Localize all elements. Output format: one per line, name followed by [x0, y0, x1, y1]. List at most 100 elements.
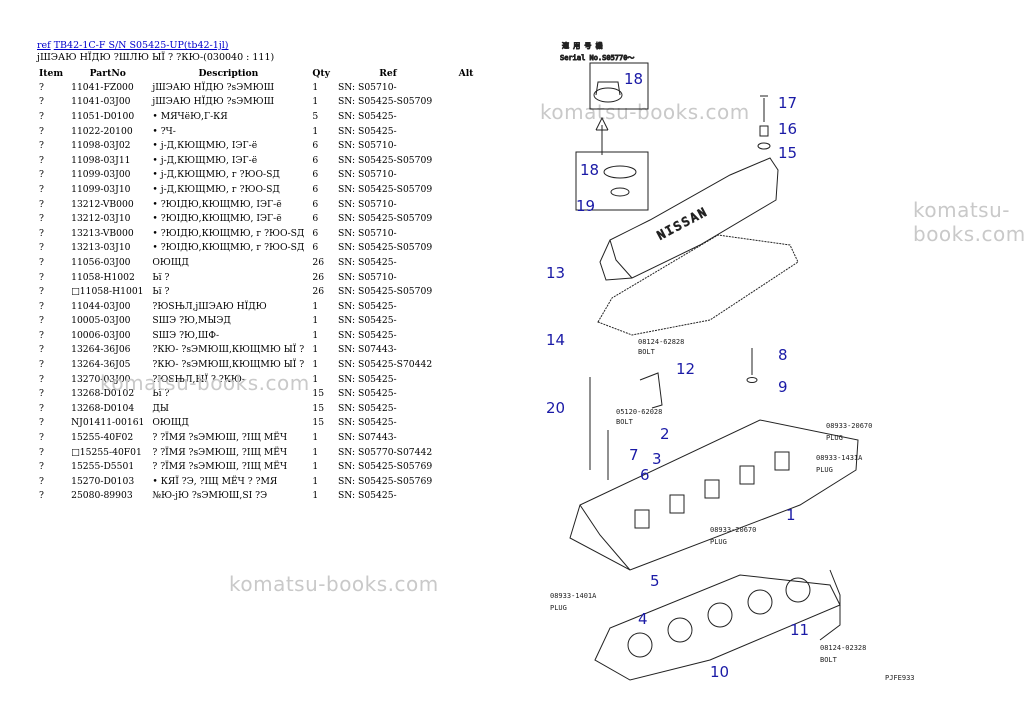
- ref-cell: SN: S05425-: [338, 388, 397, 400]
- item-cell: ?: [39, 227, 44, 239]
- ref-cell: SN: S05425-S05709: [338, 96, 433, 108]
- cap-ring-box: [575, 151, 649, 211]
- description-cell: ? ?ЇМЯ ?sЭМЮШ, ?ІЩ МЁЧ: [152, 446, 288, 458]
- ref-cell: SN: S05425-: [338, 402, 397, 414]
- model-link[interactable]: TB42-1C-F S/N S05425-UP(tb42-1jl): [53, 40, 229, 51]
- partno-cell: 11058-H1002: [71, 271, 135, 283]
- description-cell: • ј-Д,КЮЩМЮ, ІЭГ-ё: [152, 140, 258, 152]
- ref-cell: SN: S05710-: [338, 81, 397, 93]
- item-cell: ?: [39, 271, 44, 283]
- alt-cell: [442, 95, 490, 110]
- alt-cell: [442, 284, 490, 299]
- item-cell: ?: [39, 81, 44, 93]
- callout-11: 11: [790, 621, 809, 639]
- qty-cell: 15: [312, 402, 325, 414]
- rocker-cover: [599, 157, 779, 281]
- qty-cell: 6: [312, 154, 319, 166]
- partno-cell: 11041-03J00: [71, 96, 131, 108]
- alt-cell: [442, 416, 490, 431]
- plug-label-1: PLUG: [826, 434, 843, 442]
- description-cell: • ј-Д,КЮЩМЮ, г ?ЮО-SД: [152, 169, 280, 181]
- ref-cell: SN: S07443-: [338, 344, 397, 356]
- item-cell: ?: [39, 359, 44, 371]
- diagram-serial-text: Serial No.S05770～: [560, 54, 634, 62]
- col-alt: Alt: [458, 67, 474, 79]
- callout-3: 3: [652, 450, 662, 468]
- ref-cell: SN: S05425-: [338, 329, 397, 341]
- ref-cell: SN: S05425-: [338, 125, 397, 137]
- description-cell: ОЮЩД: [152, 417, 189, 429]
- ref-cell: SN: S05710-: [338, 227, 397, 239]
- cover-gasket: [597, 234, 799, 336]
- bolt-code-3: 08124-02328: [820, 644, 866, 652]
- qty-cell: 1: [312, 344, 319, 356]
- description-cell: ?ЮSЊЛ,јШЭАЮ НЇДЮ: [152, 300, 267, 312]
- ref-cell: SN: S05425-: [338, 110, 397, 122]
- description-cell: • КЯЇ ?Э, ?ІЩ МЁЧ ? ?МЯ: [152, 475, 278, 487]
- ref-cell: SN: S05425-: [338, 373, 397, 385]
- callout-17: 17: [778, 94, 797, 112]
- alt-cell: [442, 168, 490, 183]
- description-cell: • ?ЮIДЮ,КЮЩМЮ, ІЭГ-ё: [152, 213, 282, 225]
- description-cell: • ?ЮIДЮ,КЮЩМЮ, ІЭГ-ё: [152, 198, 282, 210]
- item-cell: ?: [39, 446, 44, 458]
- qty-cell: 1: [312, 96, 319, 108]
- description-cell: SШЭ ?Ю,ШФ-: [152, 329, 220, 341]
- alt-cell: [442, 138, 490, 153]
- item-cell: ?: [39, 344, 44, 356]
- ref-cell: SN: S05425-S70442: [338, 359, 433, 371]
- alt-cell: [442, 474, 490, 489]
- bore-1: [627, 632, 653, 658]
- ref-cell: SN: S05425-: [338, 490, 397, 502]
- description-cell: SШЭ ?Ю,МЫЭД: [152, 315, 231, 327]
- ref-cell: SN: S05425-: [338, 417, 397, 429]
- port-4: [739, 465, 755, 485]
- item-cell: ?: [39, 256, 44, 268]
- col-qty: Qty: [312, 67, 330, 79]
- description-cell: • ?Ч-: [152, 125, 176, 137]
- alt-cell: [442, 372, 490, 387]
- alt-cell: [442, 270, 490, 285]
- alt-cell: [442, 153, 490, 168]
- item-cell: ?: [39, 388, 44, 400]
- ref-cell: SN: S05425-S05709: [338, 242, 433, 254]
- partno-cell: 11041-FZ000: [71, 81, 134, 93]
- description-cell: Ьї ?: [152, 271, 170, 283]
- alt-cell: [442, 489, 490, 504]
- head-gasket: [594, 574, 841, 681]
- col-item: Item: [39, 67, 64, 79]
- description-cell: ?ЮSЊЛ,ЫЇ ? ?КЮ-: [152, 373, 245, 385]
- item-cell: ?: [39, 461, 44, 473]
- description-cell: • ?ЮIДЮ,КЮЩМЮ, г ?ЮО-SД: [152, 227, 305, 239]
- nissan-label: NISSAN: [655, 204, 710, 242]
- rocker-cover-edge: [609, 239, 633, 279]
- partno-cell: 11098-03J02: [71, 140, 131, 152]
- oil-cap-box: [589, 62, 649, 110]
- alt-cell: [442, 182, 490, 197]
- ref-link[interactable]: ref: [37, 40, 51, 51]
- partno-cell: □15255-40F01: [71, 446, 142, 458]
- alt-cell: [442, 80, 490, 95]
- alt-cell: [442, 459, 490, 474]
- partno-cell: 13268-D0104: [71, 402, 135, 414]
- page-title: јШЭАЮ НЇДЮ ?ШЛЮ ЫЇ ? ?КЮ-(030040 : 111): [37, 52, 275, 63]
- item-cell: ?: [39, 417, 44, 429]
- partno-cell: 13270-03J00: [71, 373, 131, 385]
- partno-cell: 13213-VB000: [71, 227, 134, 239]
- qty-cell: 1: [312, 490, 319, 502]
- bolt-code-1: 08124-62828: [638, 338, 684, 346]
- description-cell: јШЭАЮ НЇДЮ ?sЭМЮШ: [152, 81, 275, 93]
